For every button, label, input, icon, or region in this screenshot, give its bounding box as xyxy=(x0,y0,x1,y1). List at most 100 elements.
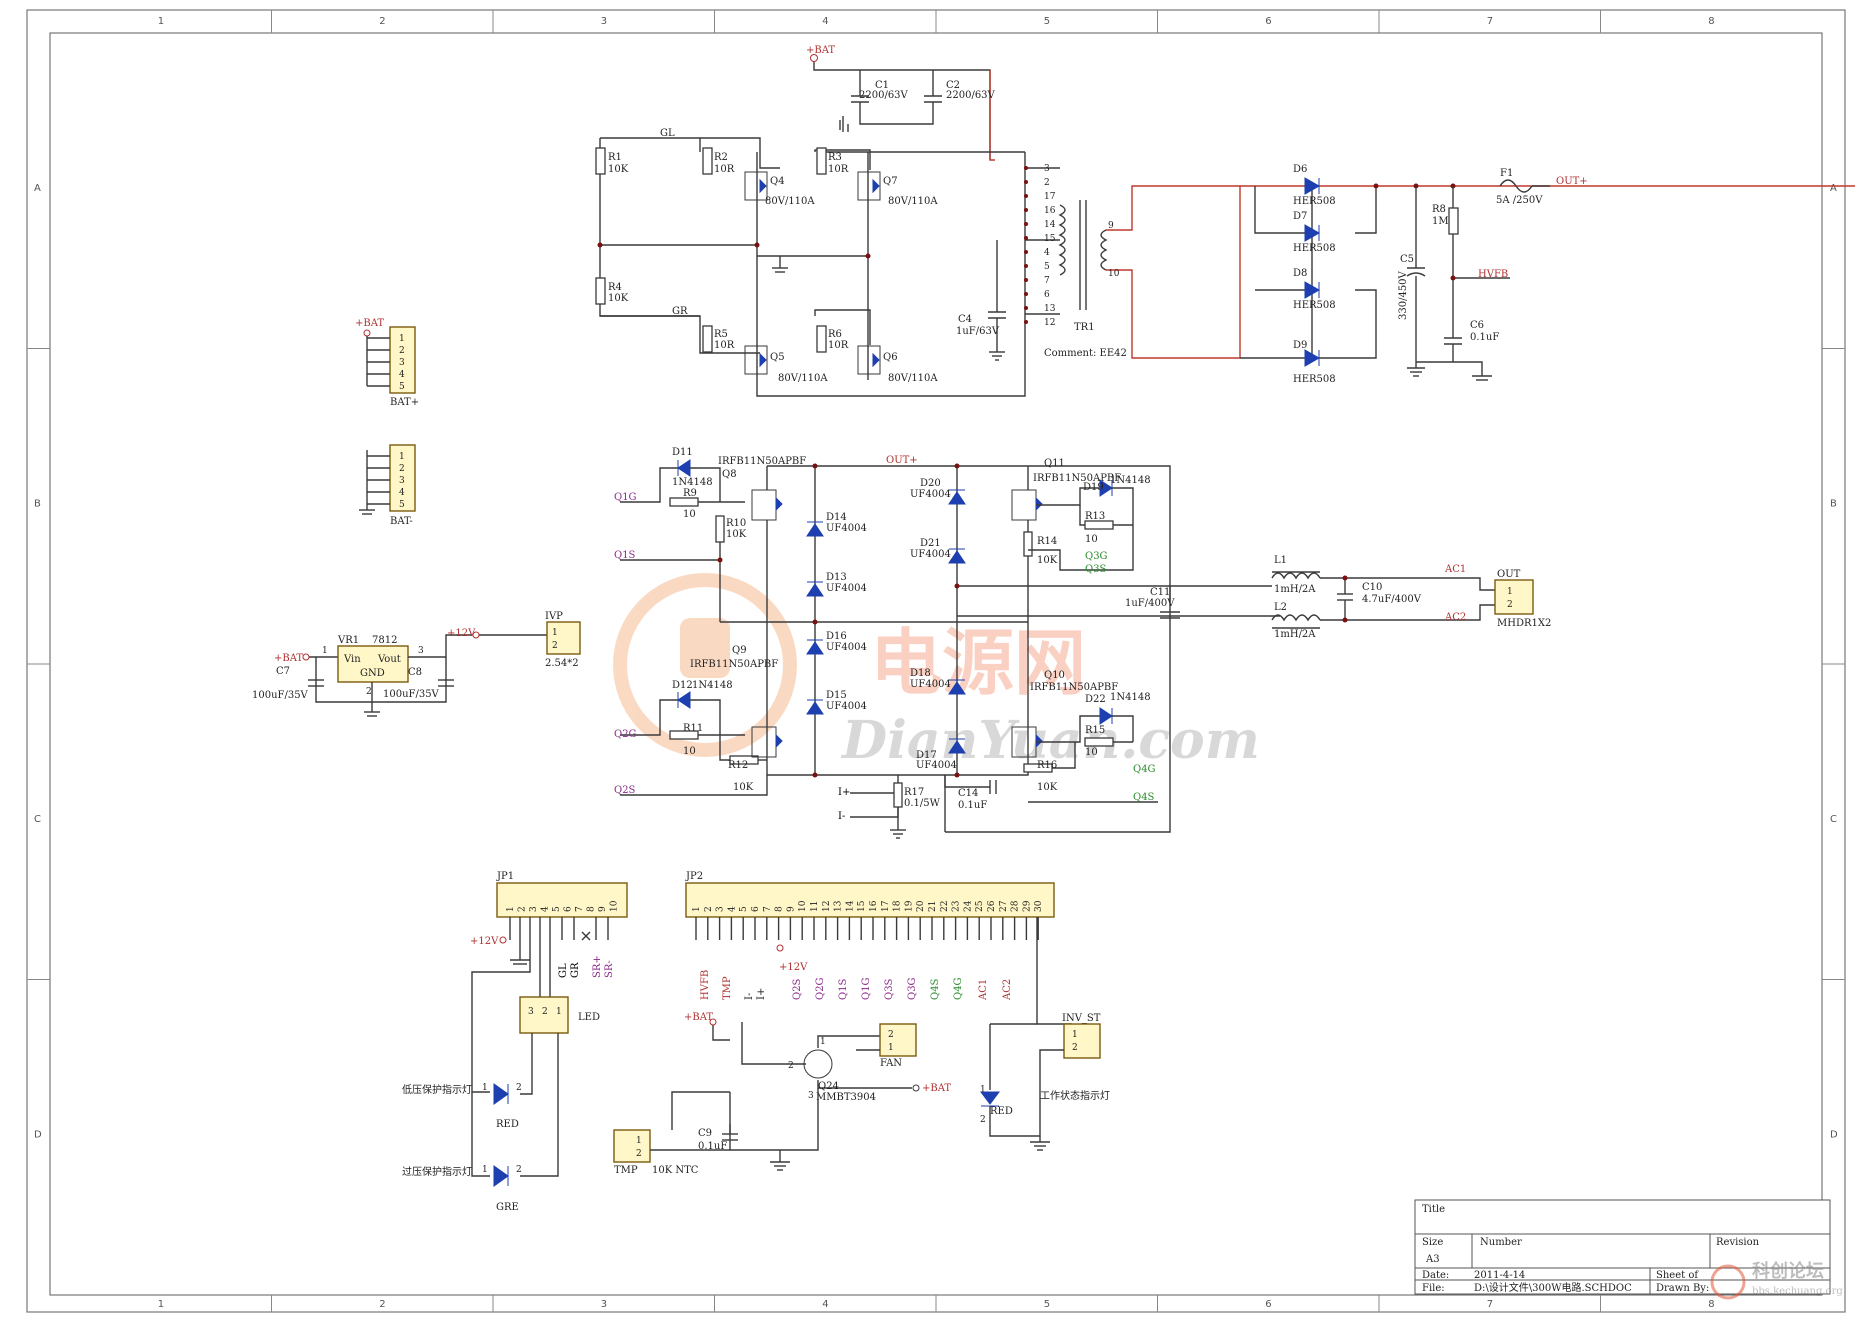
gr-net: GR xyxy=(672,306,688,317)
l1-inductor xyxy=(1271,572,1321,580)
q24-pin1: 1 xyxy=(820,1037,826,1047)
c4-ref: C4 xyxy=(958,314,972,325)
inv-st-pin1: 1 xyxy=(1072,1030,1078,1040)
r14-value: 10K xyxy=(1037,555,1058,566)
tmp-ref: TMP xyxy=(614,1165,638,1176)
q4-value: 80V/110A xyxy=(765,196,815,207)
q1g-net: Q1G xyxy=(614,492,637,503)
connector-pin-number: 1 xyxy=(399,334,405,344)
q9-mosfet xyxy=(751,726,783,758)
ac1-net: AC1 xyxy=(1444,564,1466,575)
r11-value: 10 xyxy=(683,746,696,757)
jp2-pin: 5 xyxy=(739,906,749,912)
q11-part: IRFB11N50APBF xyxy=(1033,473,1121,484)
jp2-pin: 21 xyxy=(928,901,938,912)
fan-pin1: 1 xyxy=(888,1043,894,1053)
jp1-pin: 2 xyxy=(518,906,528,912)
jp1-ref: JP1 xyxy=(496,871,514,882)
r5-ref: R5 xyxy=(714,329,728,340)
led-over-pin2: 2 xyxy=(516,1165,522,1175)
bat-plus-connector: +BAT BAT+ xyxy=(355,318,419,408)
d14-value: UF4004 xyxy=(826,523,867,534)
d6-ref: D6 xyxy=(1293,164,1307,175)
c10-value: 4.7uF/400V xyxy=(1362,594,1422,605)
fan-pin2: 2 xyxy=(888,1030,894,1040)
jp2-pin: 27 xyxy=(999,900,1009,912)
revision-label: Revision xyxy=(1716,1237,1760,1248)
tr1-pin-dot xyxy=(1024,180,1028,184)
jp2-net-label: Q4G xyxy=(953,977,964,1000)
jp1-pin: 1 xyxy=(506,906,516,912)
kechuang-text: 科创论坛 xyxy=(1752,1260,1824,1282)
q1s-net: Q1S xyxy=(614,550,636,561)
inverter-out-plus: OUT+ xyxy=(886,455,918,466)
grid-col-top: 6 xyxy=(1265,16,1271,27)
jp2-net-label: TMP xyxy=(722,976,733,1000)
jp1-pin: 5 xyxy=(552,906,562,912)
jp2-pin: 18 xyxy=(893,900,903,912)
d19-ref: D19 xyxy=(1083,482,1104,493)
c2-ref: C2 xyxy=(946,80,960,91)
r13 xyxy=(1084,520,1114,530)
tr1-pin: 15 xyxy=(1044,234,1056,244)
r12-ref: R12 xyxy=(728,760,748,771)
d18-value: UF4004 xyxy=(910,679,951,690)
d18-diode xyxy=(948,679,966,695)
tmp-pin2: 2 xyxy=(636,1149,642,1159)
d9-value: HER508 xyxy=(1293,374,1336,385)
f1-value: 5A /250V xyxy=(1496,195,1543,206)
d8-value: HER508 xyxy=(1293,300,1336,311)
d14-diode xyxy=(806,521,824,537)
grid-row-left: B xyxy=(34,498,41,509)
tr1-pin-dot xyxy=(1024,264,1028,268)
d14-ref: D14 xyxy=(826,512,847,523)
q24-transistor xyxy=(803,1049,833,1079)
out-pin2: 2 xyxy=(1507,600,1513,610)
file-label: File: xyxy=(1422,1283,1445,1294)
c6-ref: C6 xyxy=(1470,320,1484,331)
tr1-pin: 12 xyxy=(1044,318,1055,328)
connector-pin-number: 5 xyxy=(399,500,405,510)
vr1-pin3: 3 xyxy=(418,646,424,656)
jp1-pin: 7 xyxy=(575,906,585,912)
tr1-pin-9: 9 xyxy=(1108,221,1114,231)
grid-col-bottom: 2 xyxy=(379,1299,385,1310)
c1-value: 2200/63V xyxy=(859,90,909,101)
tmp-connector xyxy=(613,1129,651,1163)
q8-mosfet xyxy=(751,489,783,521)
tr1-pin-dot xyxy=(1024,306,1028,310)
r5 xyxy=(702,325,713,353)
r1-value: 10K xyxy=(608,164,629,175)
c2-value: 2200/63V xyxy=(946,90,996,101)
l1-value: 1mH/2A xyxy=(1274,584,1316,595)
connector-pin-number: 4 xyxy=(399,488,405,498)
out-pin1: 1 xyxy=(1507,587,1513,597)
r6 xyxy=(816,325,827,353)
jp2-plus12: +12V xyxy=(779,962,808,973)
jp2-net-label: Q2G xyxy=(815,977,826,1000)
d18-ref: D18 xyxy=(910,668,931,679)
r14-ref: R14 xyxy=(1037,536,1057,547)
jp2-pin: 4 xyxy=(727,906,737,912)
grid-col-top: 7 xyxy=(1487,16,1493,27)
r1-ref: R1 xyxy=(608,152,622,163)
q2s-net: Q2S xyxy=(614,785,636,796)
d17-diode xyxy=(948,738,966,754)
jp2-net-label: Q3S xyxy=(884,978,895,1000)
q8-part: IRFB11N50APBF xyxy=(718,456,806,467)
grid-col-bottom: 3 xyxy=(601,1299,607,1310)
r9-value: 10 xyxy=(683,509,696,520)
connector-pin-number: 5 xyxy=(399,382,405,392)
tr1-pin: 13 xyxy=(1044,304,1056,314)
r17 xyxy=(893,782,903,808)
grid-col-bottom: 4 xyxy=(822,1299,828,1310)
led-pin: 1 xyxy=(556,1007,562,1017)
grid-col-bottom: 6 xyxy=(1265,1299,1271,1310)
jp1-pin: 9 xyxy=(598,906,608,912)
status-led-pin1: 1 xyxy=(980,1085,986,1095)
vr1-vout: Vout xyxy=(377,654,401,665)
grid-row-left: D xyxy=(34,1129,42,1140)
jp2-pin: 20 xyxy=(916,900,926,912)
